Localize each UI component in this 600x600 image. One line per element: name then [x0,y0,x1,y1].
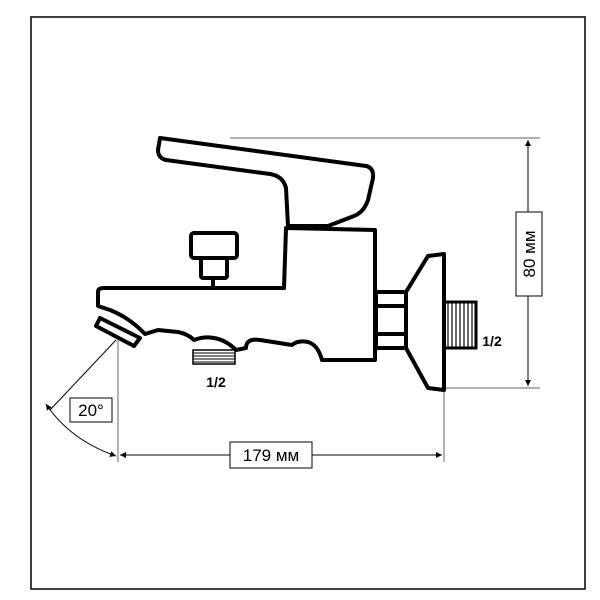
height-label: 80 мм [520,230,539,277]
height-label-box [515,211,543,297]
angle-label: 20° [78,401,104,420]
length-label-box [229,441,313,469]
wall-inlet-label: 1/2 [482,333,502,349]
diverter-stem [199,256,229,280]
wall-inlet-thread [442,300,478,350]
drawing-frame [30,16,586,590]
angle-label-box [69,397,113,423]
bottom-outlet-thread [192,349,236,365]
wall-flange [404,252,446,392]
lever-handle [156,136,376,228]
connector [374,290,408,350]
angle-dimension [45,339,117,457]
bottom-outlet-label: 1/2 [206,374,226,390]
faucet-body [94,136,446,392]
spout-tip [94,316,142,348]
spout-and-body [96,226,377,362]
diverter-knob [189,231,239,260]
length-label: 179 мм [243,446,299,465]
